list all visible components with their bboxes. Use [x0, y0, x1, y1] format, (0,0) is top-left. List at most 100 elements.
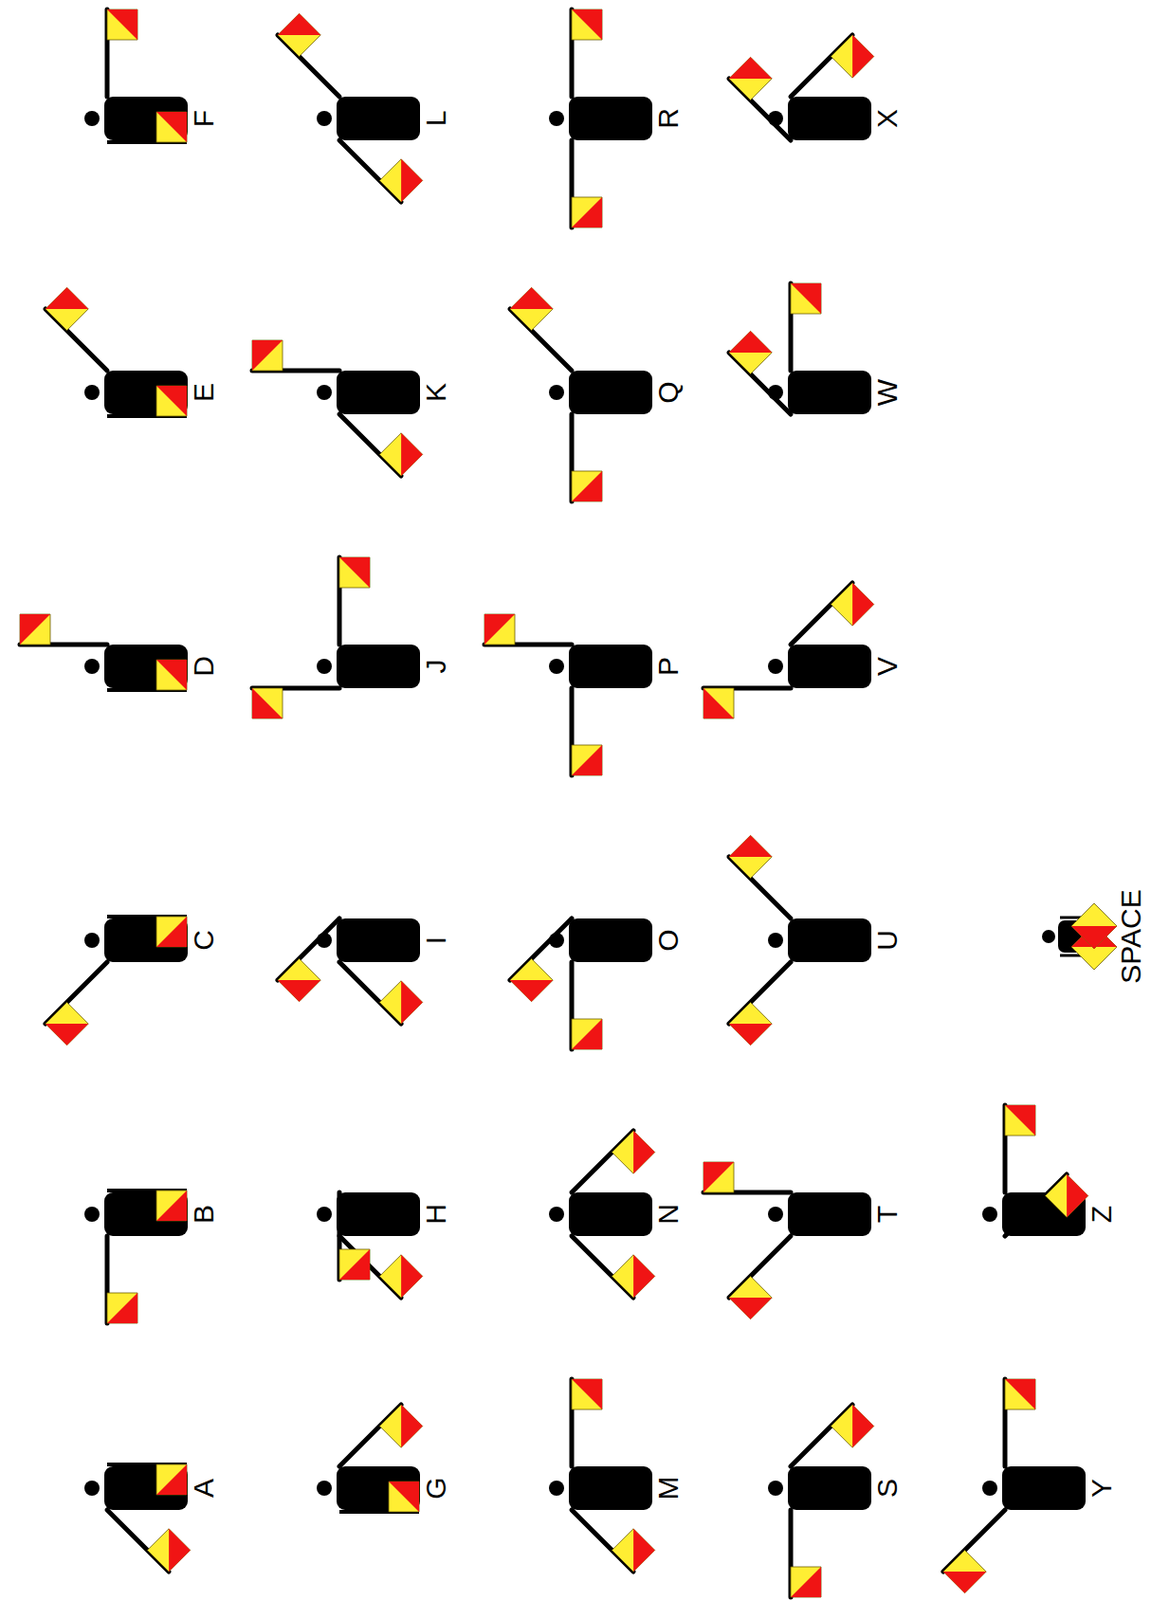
flag-yellow	[729, 56, 772, 100]
flag-yellow	[611, 1131, 655, 1174]
flag-red	[729, 330, 772, 353]
body	[336, 918, 421, 963]
flag-yellow	[45, 287, 89, 330]
body	[787, 1466, 872, 1511]
body	[568, 370, 653, 415]
flag-red	[401, 1405, 423, 1448]
semaphore-figure	[277, 13, 423, 202]
flag-yellow	[156, 916, 187, 948]
letter-label: N	[652, 1204, 684, 1225]
letter-label: R	[652, 108, 684, 129]
letter-label-holder: SPACE	[1116, 889, 1146, 984]
flag-red	[729, 835, 772, 858]
head	[84, 1480, 100, 1497]
semaphore-figure	[84, 1190, 188, 1324]
flag-red	[401, 1255, 423, 1298]
letter-label-holder: S	[873, 1479, 902, 1499]
semaphore-figure	[548, 1131, 656, 1298]
head	[84, 384, 100, 401]
flag-red	[510, 980, 553, 1003]
flag-yellow	[107, 9, 138, 40]
flag-red	[1066, 1174, 1089, 1218]
body	[568, 644, 653, 689]
head	[316, 110, 332, 127]
head	[767, 1206, 784, 1223]
letter-label-holder: I	[421, 936, 451, 945]
letter-label-holder: Q	[654, 381, 683, 403]
flag-yellow	[45, 1002, 89, 1045]
flag-yellow	[571, 1379, 603, 1410]
semaphore-figure	[729, 35, 875, 141]
flag-red	[703, 1162, 734, 1193]
letter-label-holder: W	[873, 379, 902, 406]
semaphore-figure	[943, 1379, 1086, 1594]
flag-red	[277, 980, 321, 1003]
head	[767, 1480, 784, 1497]
flag-red	[729, 1297, 772, 1320]
letter-label-holder: B	[189, 1205, 219, 1225]
flag-red	[156, 659, 187, 691]
letter-label-holder: Z	[1087, 1205, 1116, 1224]
flag-yellow	[830, 35, 874, 78]
letter-label: Z	[1085, 1205, 1117, 1224]
flag-yellow	[830, 583, 874, 626]
semaphore-figure	[703, 583, 875, 719]
body	[336, 96, 421, 141]
semaphore-figure	[252, 557, 421, 719]
flag-yellow	[611, 1255, 655, 1298]
body	[787, 1192, 872, 1237]
head	[767, 658, 784, 675]
flag-yellow	[790, 1567, 822, 1598]
flag-yellow	[146, 1529, 190, 1572]
flag-yellow	[484, 614, 515, 645]
semaphore-figure	[252, 340, 423, 476]
semaphore-figure	[484, 614, 653, 776]
flag-yellow	[830, 1405, 874, 1448]
letter-label: W	[871, 379, 903, 406]
letter-label-holder: M	[654, 1477, 683, 1501]
head	[548, 658, 565, 675]
body	[336, 1192, 421, 1237]
head	[548, 384, 565, 401]
body	[787, 918, 872, 963]
head	[982, 1206, 998, 1223]
letter-label: V	[871, 657, 903, 676]
letter-label-holder: E	[189, 383, 219, 402]
flag-yellow	[156, 1190, 187, 1222]
letter-label: SPACE	[1114, 889, 1147, 984]
semaphore-figure	[316, 1405, 423, 1513]
body	[787, 644, 872, 689]
letter-label-holder: J	[421, 659, 451, 675]
flag-yellow	[156, 1464, 187, 1496]
flag-red	[633, 1255, 656, 1298]
flag-yellow	[510, 287, 553, 330]
flag-red	[156, 385, 187, 417]
letter-label-holder: G	[421, 1477, 451, 1499]
flag-yellow	[703, 1162, 734, 1193]
flag-red	[401, 159, 423, 202]
flag-yellow	[729, 1002, 772, 1045]
flag-red	[19, 614, 51, 645]
flag-yellow	[156, 385, 187, 417]
letter-label: M	[652, 1477, 684, 1501]
flag-red	[339, 557, 370, 588]
letter-label-holder: K	[421, 383, 451, 402]
letter-label-holder: H	[421, 1204, 451, 1225]
semaphore-figure	[510, 287, 653, 502]
letter-label: U	[871, 930, 903, 951]
semaphore-figure	[729, 835, 872, 1045]
flag-yellow	[1004, 1105, 1036, 1136]
flag-yellow	[510, 958, 553, 1002]
letter-label: F	[187, 109, 220, 128]
flag-red	[107, 1293, 138, 1324]
semaphore-figure	[548, 9, 653, 228]
letter-label-holder: L	[421, 110, 451, 128]
semaphore-figure	[767, 1405, 875, 1598]
head	[982, 1480, 998, 1497]
flag-red	[339, 1249, 370, 1280]
flag-yellow	[571, 9, 603, 40]
flag-red	[156, 1464, 187, 1496]
letter-label-holder: D	[189, 656, 219, 677]
semaphore-figure	[84, 1464, 191, 1572]
